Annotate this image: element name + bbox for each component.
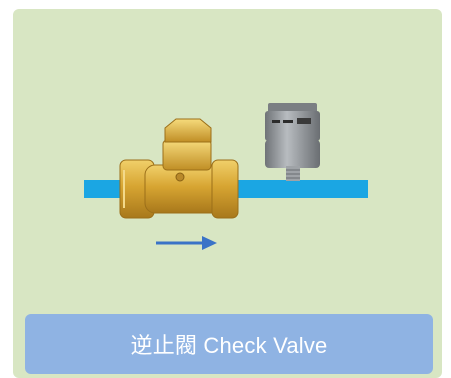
air-vent-valve-icon	[265, 103, 320, 181]
check-valve-icon	[119, 118, 239, 219]
caption-label: 逆止閥 Check Valve	[25, 314, 433, 374]
arrow-right-icon	[156, 236, 217, 250]
